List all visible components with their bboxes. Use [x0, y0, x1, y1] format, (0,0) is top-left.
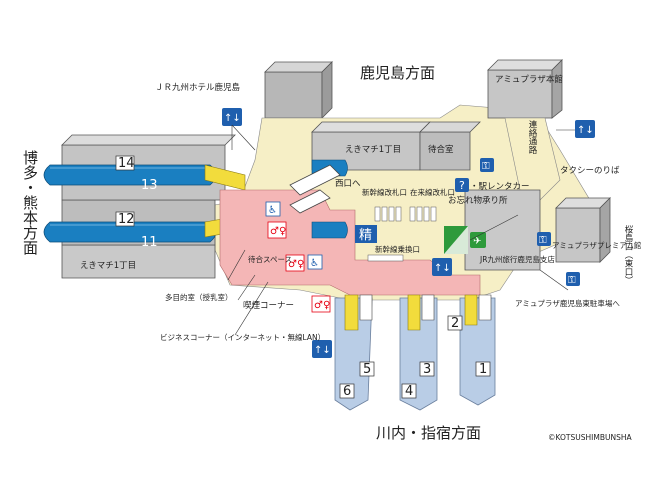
direction-east: 桜島口（東口）: [623, 224, 633, 284]
svg-text:↑↓: ↑↓: [224, 113, 241, 124]
info-question-icon: ?: [455, 178, 469, 192]
svg-text:♂♀: ♂♀: [288, 259, 304, 270]
platform-number-13: 13: [141, 178, 158, 193]
direction-west: 博多・熊本方面: [21, 150, 39, 255]
elevator-icon: ↑↓: [432, 258, 452, 276]
label-jr-hotel: ＪＲ九州ホテル鹿児島: [155, 82, 241, 93]
platform-number-1: 1: [475, 361, 491, 377]
label-smoking: 喫煙コーナー: [243, 300, 294, 311]
svg-text:6: 6: [343, 384, 351, 399]
jr-hotel-building: [264, 61, 333, 119]
svg-text:↑↓: ↑↓: [314, 345, 331, 356]
label-jr-travel: JR九州旅行鹿児島支店: [479, 254, 555, 264]
rental-car-key-icon: ⚿: [480, 158, 494, 172]
restroom-icon: ♂♀: [311, 295, 331, 313]
svg-text:⚿: ⚿: [482, 161, 490, 172]
restroom-icon: ♂♀: [285, 254, 305, 272]
label-multipurpose: 多目的室（授乳室）: [165, 292, 233, 302]
svg-text:✈: ✈: [473, 236, 481, 247]
center-escalator: [289, 164, 341, 196]
taxi-key-icon: ⚿: [537, 232, 551, 246]
svg-text:14: 14: [118, 156, 135, 171]
platform-number-11: 11: [141, 235, 158, 250]
label-west-exit: 西口へ: [335, 179, 361, 189]
label-amu-plaza-main: アミュプラザ本館: [495, 74, 563, 85]
svg-text:12: 12: [118, 212, 135, 227]
svg-text:↑↓: ↑↓: [434, 263, 451, 274]
elevator-icon: ↑↓: [575, 120, 595, 138]
ticket-gates-zairaisen: [409, 206, 437, 222]
svg-text:4: 4: [405, 384, 413, 399]
label-connection-corridor: 連絡通路: [527, 119, 537, 155]
platform-number-2: 2: [447, 315, 463, 331]
connection-corridor: [504, 117, 561, 201]
platform-number-6: 6: [339, 383, 355, 399]
svg-text:⚿: ⚿: [568, 275, 576, 286]
restroom-icon: ♂♀: [267, 221, 287, 239]
label-amu-premium: アミュプラザプレミアム館: [552, 240, 641, 250]
direction-north: 鹿児島方面: [360, 64, 435, 82]
svg-text:↑↓: ↑↓: [577, 125, 594, 136]
jr-travel-icon: ✈: [470, 232, 486, 248]
label-eki-machi-left: えきマチ1丁目: [80, 261, 136, 271]
amu-plaza-main-building: [487, 59, 563, 119]
amu-premium-building: [555, 197, 611, 263]
label-waiting-space: 待合スペース: [248, 254, 292, 264]
label-eki-machi-top: えきマチ1丁目: [345, 145, 401, 155]
svg-text:5: 5: [363, 362, 371, 377]
transfer-gate-box: [367, 254, 404, 262]
fare-adjustment-glyph: 精: [359, 228, 372, 243]
svg-text:1: 1: [479, 362, 487, 377]
fare-adjustment-box: [355, 225, 377, 243]
ticket-gates-shinkansen: [374, 206, 402, 222]
leader-lines: [227, 124, 575, 336]
stairs-lower-platforms: [344, 294, 492, 331]
label-shinkansen-gate: 新幹線改札口: [362, 187, 407, 197]
elevator-icon: ↑↓: [312, 340, 332, 358]
label-zairaisen-gate: 在来線改札口: [410, 187, 455, 197]
parking-key-icon: ⚿: [566, 272, 580, 286]
svg-text:?: ?: [459, 179, 465, 192]
lost-found-icon: [444, 226, 468, 254]
svg-text:♿: ♿: [310, 258, 319, 269]
svg-text:⚿: ⚿: [539, 235, 547, 246]
label-lost-found: お忘れ物承り所: [448, 195, 508, 206]
label-transfer-gate: 新幹線乗換口: [375, 244, 420, 254]
svg-text:2: 2: [451, 316, 459, 331]
label-amu-parking: アミュプラザ鹿児島東駐車場へ: [515, 298, 620, 308]
label-business-corner: ビジネスコーナー（インターネット・無線LAN）: [160, 332, 325, 342]
platform-number-4: 4: [401, 383, 417, 399]
svg-text:♂♀: ♂♀: [314, 300, 330, 311]
eki-machi-lower-block: [61, 134, 236, 279]
direction-south: 川内・指宿方面: [376, 424, 481, 442]
svg-text:♂♀: ♂♀: [270, 226, 286, 237]
elevator-icon: ↑↓: [222, 108, 242, 126]
wheelchair-icon: ♿: [265, 201, 281, 217]
wheelchair-icon: ♿: [307, 254, 323, 270]
platform-number-5: 5: [359, 361, 375, 377]
label-taxi: タクシーのりば: [560, 166, 620, 176]
svg-text:♿: ♿: [268, 205, 277, 216]
label-waiting-room: 待合室: [428, 144, 454, 155]
platform-number-12: 12: [115, 211, 135, 227]
platform-number-14: 14: [115, 155, 135, 171]
svg-text:3: 3: [423, 362, 431, 377]
platform-number-3: 3: [419, 361, 435, 377]
center-stairs: [289, 189, 331, 214]
copyright: ©KOTSUSHIMBUNSHA: [548, 433, 632, 442]
label-rent-a-car: ・駅レンタカー: [470, 182, 530, 192]
